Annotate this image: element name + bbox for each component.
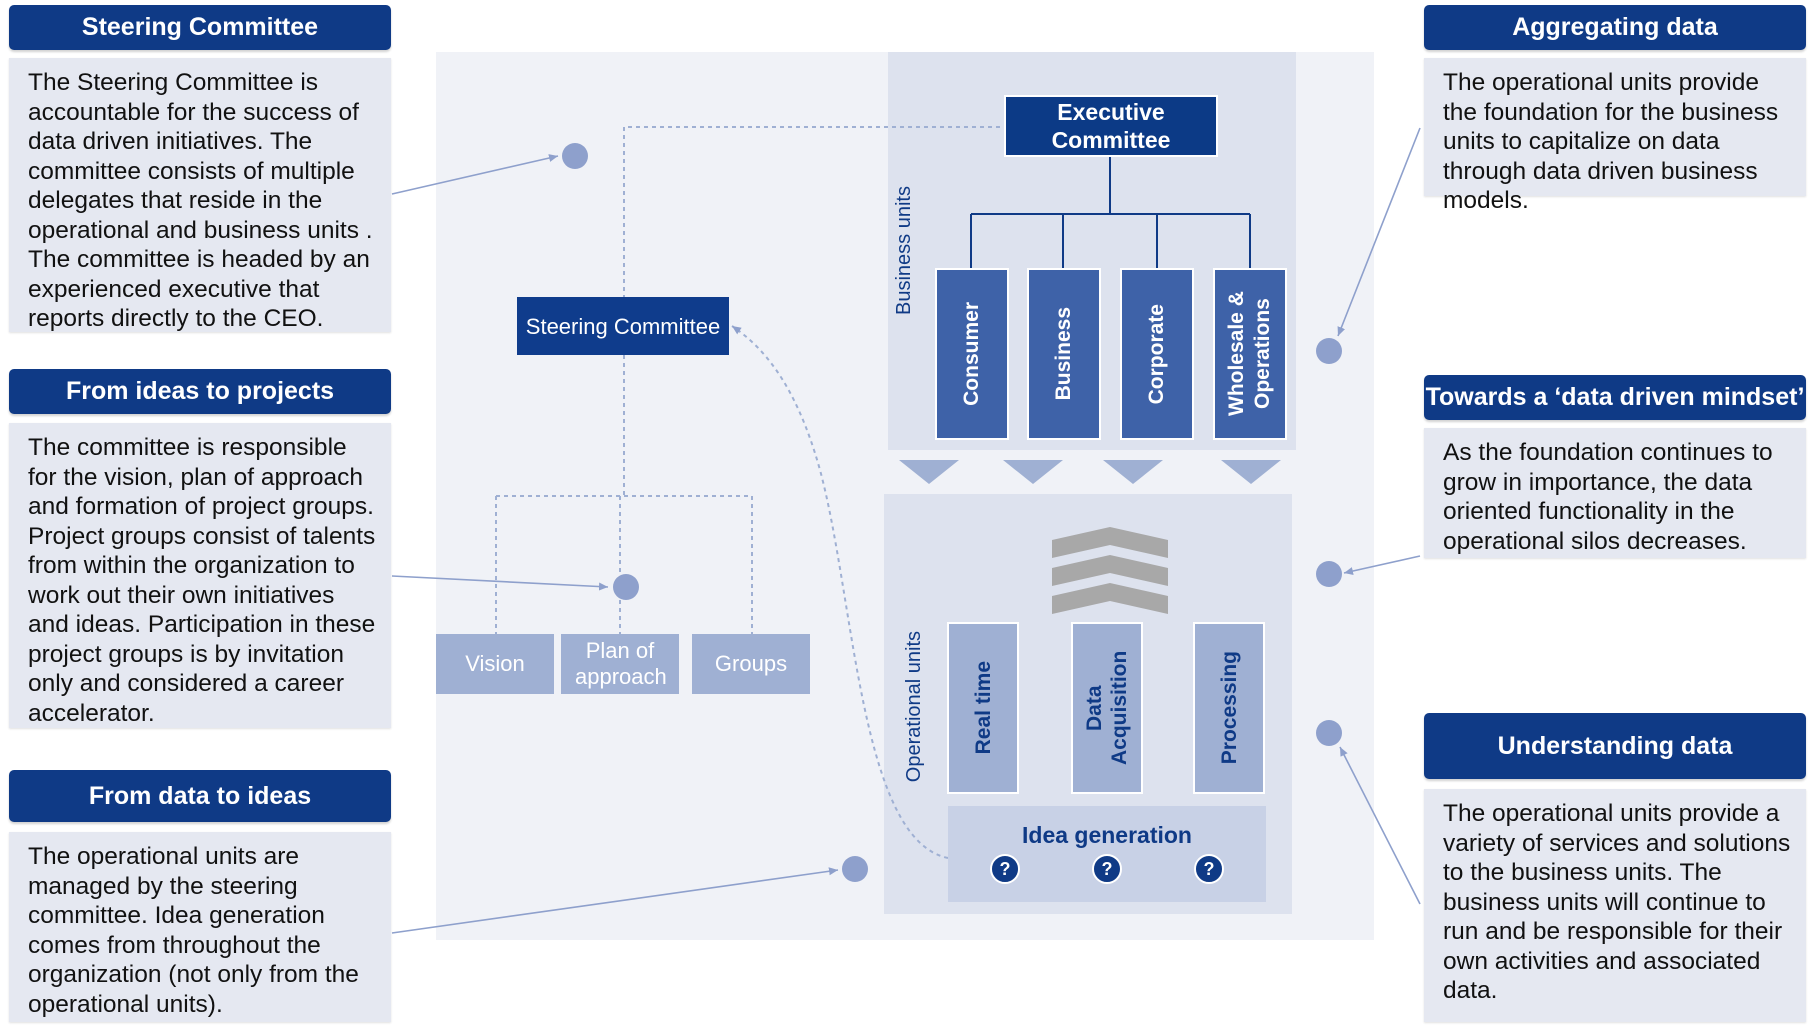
aggregating-data-text: The operational units provide the founda… — [1443, 69, 1779, 214]
project-item-label: Plan of approach — [575, 638, 667, 689]
business-unit-business: Business — [1027, 268, 1101, 440]
operational-unit-processing: Processing — [1193, 622, 1265, 794]
steering-committee-text: The Steering Committee is accountable fo… — [28, 69, 373, 332]
operational-unit-real-time: Real time — [947, 622, 1019, 794]
steering-committee-text-box: The Steering Committee is accountable fo… — [9, 58, 391, 332]
business-unit-corporate: Corporate — [1120, 268, 1194, 440]
data-driven-mindset-text: As the foundation continues to grow in i… — [1443, 439, 1773, 555]
steering-committee-header: Steering Committee — [9, 5, 391, 50]
ideas-to-projects-title: From ideas to projects — [65, 377, 335, 405]
aggregating-data-title: Aggregating data — [1512, 13, 1718, 41]
business-unit-wholesale-operations: Wholesale & Operations — [1213, 268, 1287, 440]
operational-unit-label: Real time — [971, 661, 995, 755]
business-unit-consumer: Consumer — [935, 268, 1009, 440]
understanding-data-text: The operational units provide a variety … — [1443, 800, 1791, 1004]
business-units-label: Business units — [892, 185, 915, 315]
callout-dot-projects — [613, 574, 639, 600]
callout-dot-steering — [562, 143, 588, 169]
ideas-to-projects-text: The committee is responsible for the vis… — [28, 434, 376, 727]
operational-units-label-wrap: Operational units — [898, 612, 930, 802]
data-driven-mindset-title: Towards a ‘data driven mindset’ — [1425, 383, 1805, 411]
project-item-plan-of-approach: Plan of approach — [561, 634, 679, 694]
project-item-label: Vision — [465, 651, 525, 676]
operational-unit-data-acquisition: Data Acquisition — [1071, 622, 1143, 794]
aggregating-data-header: Aggregating data — [1424, 5, 1806, 50]
steering-committee-title: Steering Committee — [81, 13, 319, 41]
project-item-vision: Vision — [436, 634, 554, 694]
callout-dot-ideas — [842, 856, 868, 882]
business-unit-label: Business — [1052, 307, 1075, 401]
business-unit-label: Corporate — [1145, 303, 1168, 405]
data-to-ideas-title: From data to ideas — [88, 781, 312, 810]
executive-committee-box: Executive Committee — [1004, 95, 1218, 157]
callout-dot-understanding — [1316, 720, 1342, 746]
data-to-ideas-text-box: The operational units are managed by the… — [9, 832, 391, 1022]
understanding-data-text-box: The operational units provide a variety … — [1424, 789, 1806, 1022]
business-units-label-wrap: Business units — [888, 170, 920, 330]
data-driven-mindset-text-box: As the foundation continues to grow in i… — [1424, 428, 1806, 558]
operational-unit-label: Processing — [1217, 651, 1241, 765]
operational-unit-label: Data Acquisition — [1083, 650, 1131, 766]
question-mark-icon: ? — [1092, 854, 1122, 884]
operational-units-label: Operational units — [902, 631, 925, 783]
business-unit-label: Consumer — [960, 302, 983, 406]
steering-committee-box-label: Steering Committee — [525, 313, 721, 339]
executive-committee-label: Executive Committee — [1051, 99, 1171, 153]
project-item-label: Groups — [714, 651, 788, 676]
data-driven-mindset-header: Towards a ‘data driven mindset’ — [1424, 375, 1806, 420]
aggregating-data-text-box: The operational units provide the founda… — [1424, 58, 1806, 214]
callout-dot-aggregating — [1316, 338, 1342, 364]
question-mark-icon: ? — [1194, 854, 1224, 884]
data-to-ideas-header: From data to ideas — [9, 770, 391, 822]
idea-generation-box: Idea generation ? ? ? — [948, 806, 1266, 902]
data-to-ideas-text: The operational units are managed by the… — [28, 843, 359, 1018]
idea-generation-label: Idea generation — [1022, 822, 1192, 848]
question-mark-icon: ? — [990, 854, 1020, 884]
business-unit-label: Wholesale & Operations — [1225, 291, 1274, 417]
ideas-to-projects-text-box: The committee is responsible for the vis… — [9, 423, 391, 728]
ideas-to-projects-header: From ideas to projects — [9, 369, 391, 414]
understanding-data-header: Understanding data — [1424, 713, 1806, 779]
understanding-data-title: Understanding data — [1497, 731, 1733, 760]
project-item-groups: Groups — [692, 634, 810, 694]
callout-dot-mindset — [1316, 561, 1342, 587]
steering-committee-box: Steering Committee — [517, 297, 729, 355]
